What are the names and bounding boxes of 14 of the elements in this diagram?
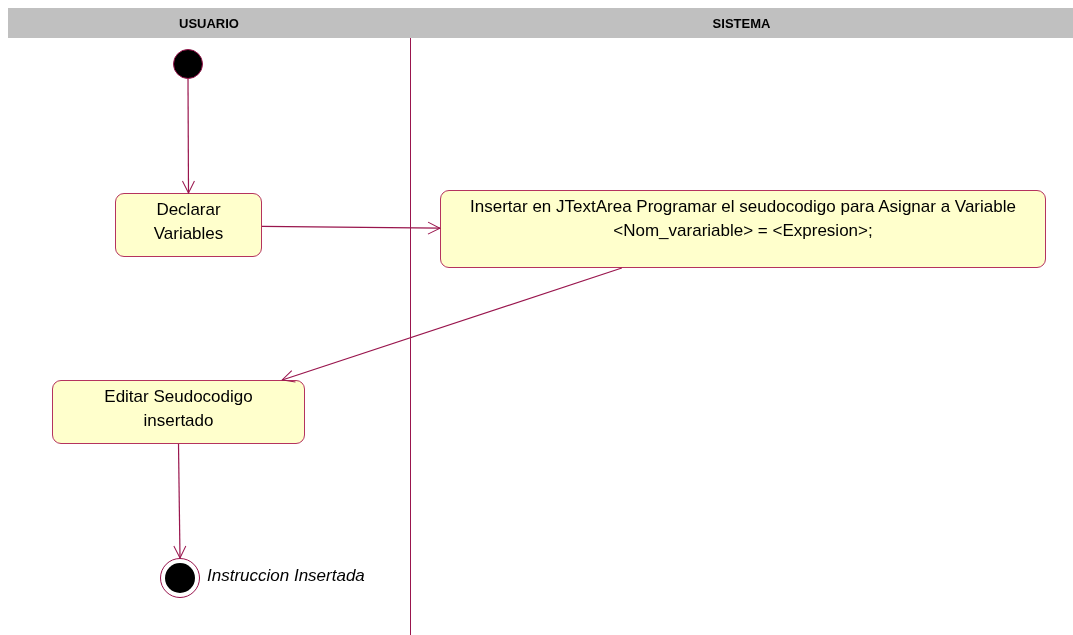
activity-box <box>52 380 305 444</box>
activity-box <box>440 190 1046 268</box>
activity-box <box>115 193 262 257</box>
activity-label: Insertar en JTextArea Programar el seudocodigo para Asignar a Variable <Nom_varariable> = <Expresion>; <box>469 196 1017 242</box>
arrow <box>281 267 623 383</box>
lane-header: SISTEMA <box>711 14 772 33</box>
arrow <box>181 78 195 194</box>
swimlane <box>8 8 411 635</box>
arrow <box>173 443 187 559</box>
activity-label: Editar Seudocodigo insertado <box>103 386 254 432</box>
node-caption: Instruccion Insertada <box>207 566 365 586</box>
activity-label: Declarar Variables <box>152 199 225 245</box>
lane-header: USUARIO <box>178 14 240 33</box>
arrow <box>261 221 441 235</box>
